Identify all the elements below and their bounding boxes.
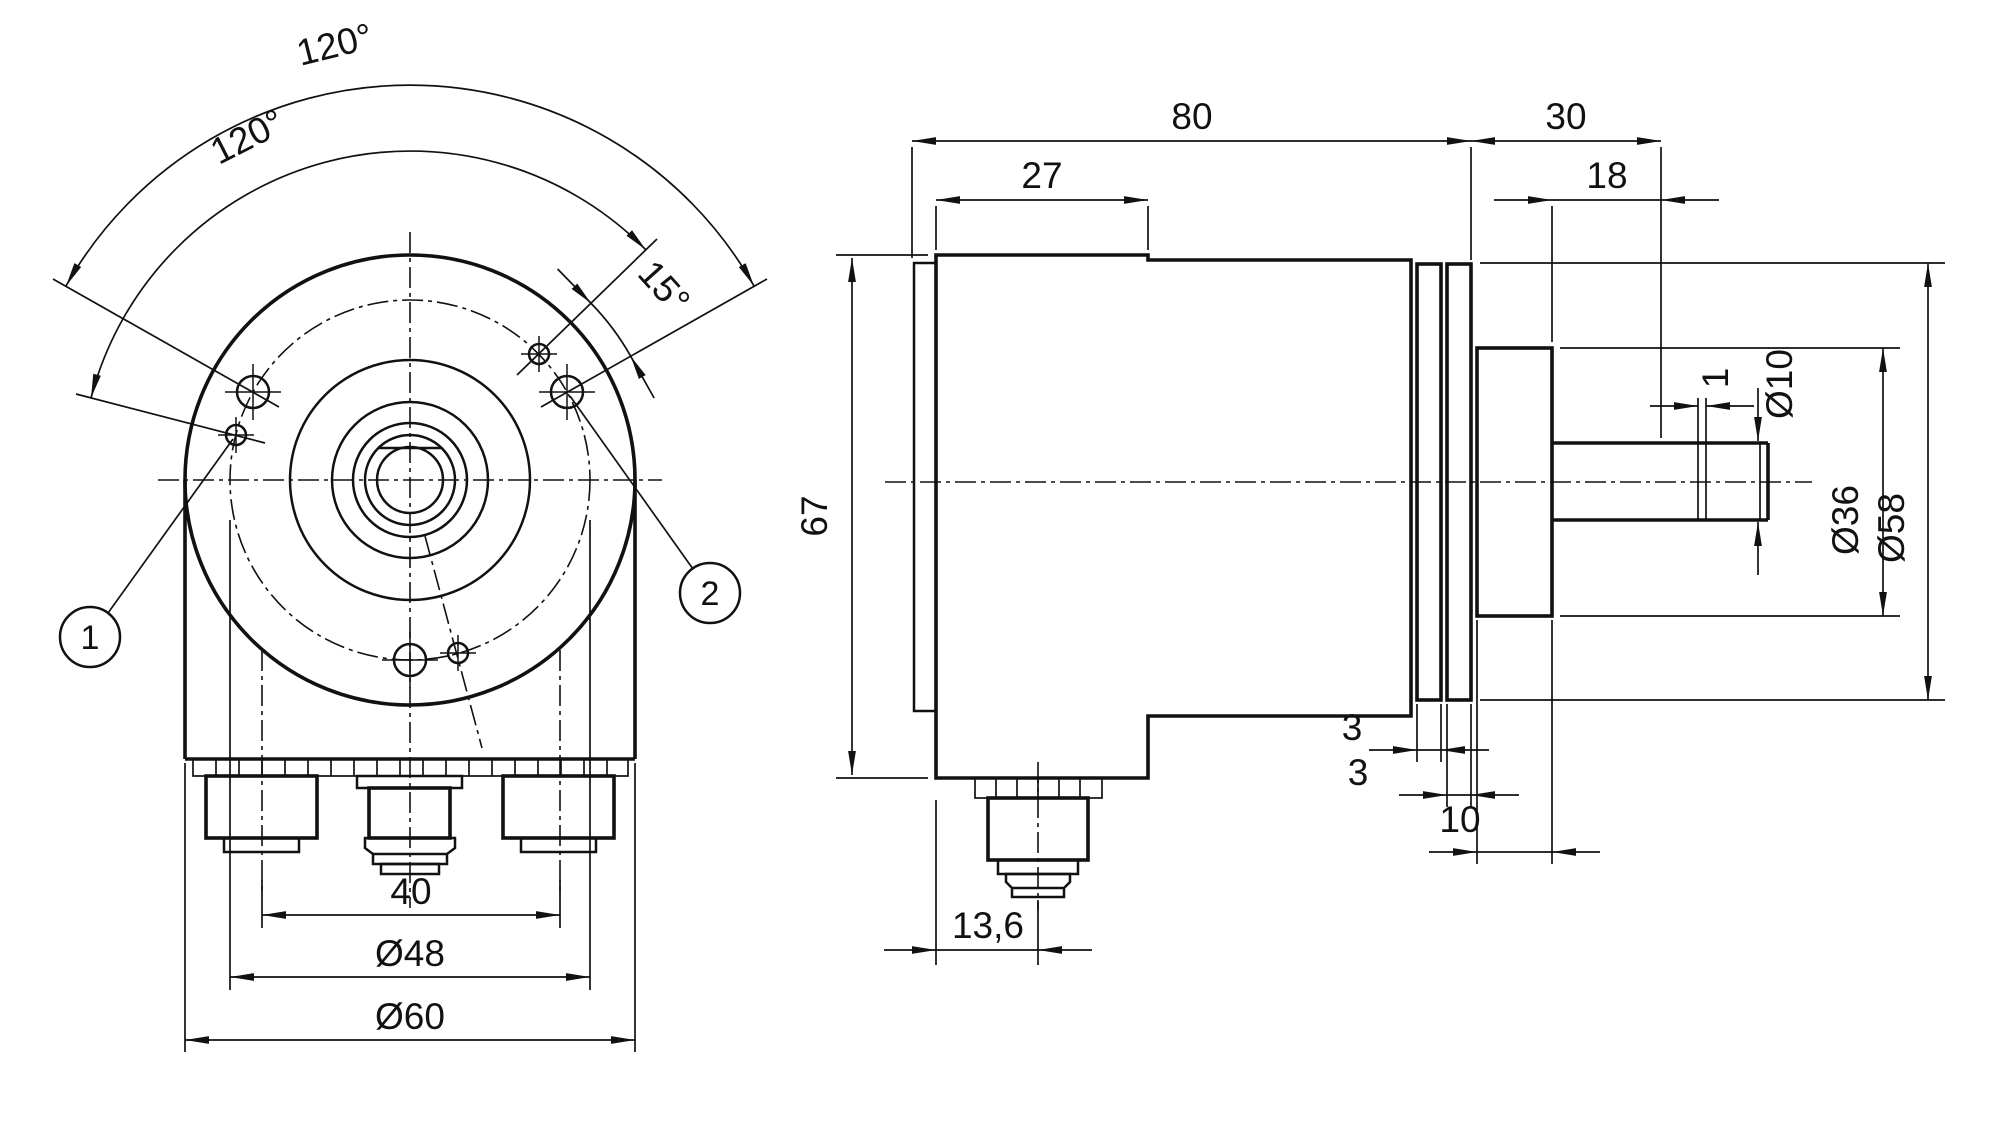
dim-shaft-length: 18: [1494, 155, 1719, 342]
dim-1-label: 1: [1695, 368, 1736, 389]
dim-48-label: Ø48: [375, 933, 445, 974]
hole-offset-bottom: [440, 635, 476, 671]
side-view: 80 27 30 18 67: [794, 96, 1945, 965]
dim-groove: 1: [1650, 368, 1754, 443]
dim-bolt-circle: Ø48: [229, 520, 591, 990]
dim-40-label: 40: [390, 871, 431, 912]
side-connector: [974, 762, 1103, 910]
dim-36-label: Ø36: [1825, 485, 1866, 555]
dim-60-label: Ø60: [375, 996, 445, 1037]
hole-main-bottom: [382, 632, 438, 688]
housing-outline: [934, 253, 1413, 780]
dim-27-label: 27: [1021, 155, 1062, 196]
dim-body-length: 80: [911, 96, 1472, 260]
front-connector-left: [204, 774, 319, 854]
callout-1-label: 1: [81, 619, 100, 657]
front-connector-middle: [355, 774, 464, 876]
callout-2: 2: [569, 395, 742, 625]
flange-ring-back: [1445, 262, 1473, 702]
dim-body-height: 67: [794, 254, 928, 779]
dim-flange-dia: Ø58: [1480, 262, 1945, 701]
shaft: [1552, 441, 1770, 522]
callout-2-label: 2: [701, 575, 720, 613]
hub: [1475, 346, 1554, 618]
dim-arc-120-inner: [90, 150, 647, 399]
label-angle-inner: 120°: [204, 101, 291, 172]
dim-ring-front: 3: [1342, 704, 1489, 762]
rear-plate: [912, 261, 938, 713]
dim-connector-offset: 13,6: [884, 800, 1092, 965]
dim-flange-shaft: 30: [1471, 96, 1662, 438]
dim-flange-depth: 10: [1429, 620, 1600, 864]
dim-body-dia: Ø60: [184, 763, 636, 1052]
dim-30-label: 30: [1545, 96, 1586, 137]
dim-18-label: 18: [1586, 155, 1627, 196]
dim-shaft-dia: Ø10: [1754, 349, 1800, 575]
dim-arc-15: [590, 302, 632, 357]
label-angle-outer: 120°: [293, 15, 377, 73]
dim-58-label: Ø58: [1871, 493, 1912, 563]
dim-10-label: 10: [1439, 799, 1480, 840]
front-view: 120° 120° 15° 1 2: [52, 15, 768, 1052]
arc-15-arrow-upper: [556, 268, 592, 304]
dim-80-label: 80: [1171, 96, 1212, 137]
front-centerlines: [158, 232, 662, 908]
dim-connector-spacing: 40: [261, 871, 561, 928]
dim-front-length: 27: [935, 155, 1149, 250]
arc-15-arrow-lower: [629, 355, 655, 399]
dim-67-label: 67: [794, 495, 835, 536]
dim-10dia-label: Ø10: [1759, 349, 1800, 419]
dim-3a-label: 3: [1342, 707, 1363, 748]
label-angle-offset: 15°: [630, 252, 698, 321]
dim-3b-label: 3: [1348, 752, 1369, 793]
front-connector-right: [501, 774, 616, 854]
dim-ring-back: 3: [1348, 704, 1519, 807]
callout-1: 1: [58, 438, 234, 669]
dim-arc-120-outer: [65, 84, 755, 287]
dim-hub-dia: Ø36: [1560, 347, 1900, 617]
flange-ring-front: [1415, 262, 1443, 702]
dim-136-label: 13,6: [952, 905, 1024, 946]
